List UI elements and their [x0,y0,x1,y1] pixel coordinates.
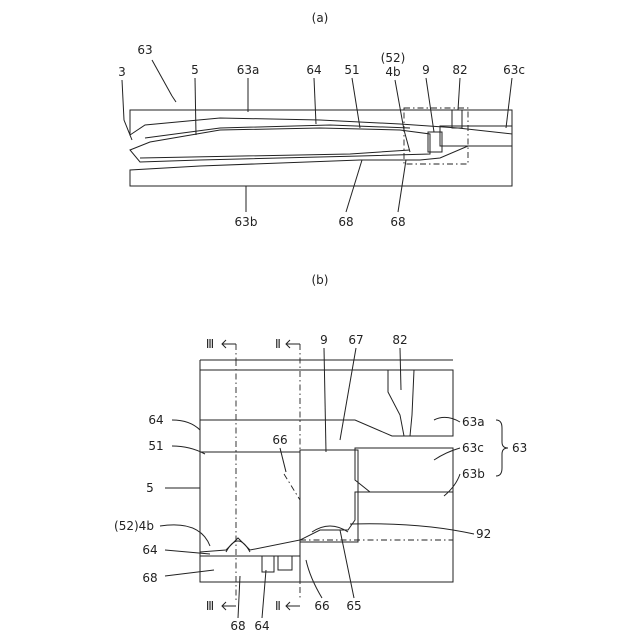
lower-die-63b-b [300,492,453,582]
label-65: 65 [346,599,361,613]
label-64-d: 64 [254,619,269,633]
pin-82 [452,110,462,128]
label-67: 67 [348,333,363,347]
figure-a: (a) 3 63 5 63a 64 51 (52) 4b 9 82 63c 63… [118,11,525,229]
lower-die-63b [130,146,512,186]
label-68-b1: 68 [142,571,157,585]
label-63a-b: 63a [462,415,485,429]
label-II-top: Ⅱ [275,337,281,351]
label-82-b: 82 [392,333,407,347]
figure-b: (b) Ⅲ Ⅱ 9 [114,273,527,633]
label-66-a: 66 [272,433,287,447]
label-III-top: Ⅲ [206,337,214,351]
label-51-b: 51 [148,439,163,453]
label-63-b: 63 [512,441,527,455]
detail-box [404,108,468,164]
label-66-b: 66 [314,599,329,613]
label-III-bot: Ⅲ [206,599,214,613]
label-82: 82 [452,63,467,77]
label-68-b2: 68 [230,619,245,633]
label-68-a1: 68 [338,215,353,229]
label-51: 51 [344,63,359,77]
label-5: 5 [191,63,199,77]
label-92: 92 [476,527,491,541]
upper-die-63a [130,110,512,135]
label-9: 9 [422,63,430,77]
label-3: 3 [118,65,126,79]
side-die-63c [440,126,512,146]
caption-b: (b) [312,273,329,287]
upper-die-63a-b [200,370,453,436]
label-II-bot: Ⅱ [275,599,281,613]
label-64-c: 64 [142,543,157,557]
label-63a: 63a [237,63,260,77]
caption-a: (a) [312,11,329,25]
label-63b: 63b [235,215,258,229]
label-64: 64 [306,63,321,77]
label-52: (52) [381,51,406,65]
side-die-63c-b [355,448,453,492]
label-63c-b: 63c [462,441,484,455]
label-52-4b: (52)4b [114,519,154,533]
label-5-b: 5 [146,481,154,495]
label-63b-b: 63b [462,467,485,481]
label-63: 63 [137,43,152,57]
label-64-b: 64 [148,413,163,427]
brace-63 [496,420,508,476]
label-4b: 4b [385,65,400,79]
label-63c: 63c [503,63,525,77]
label-68-a2: 68 [390,215,405,229]
label-9-b: 9 [320,333,328,347]
